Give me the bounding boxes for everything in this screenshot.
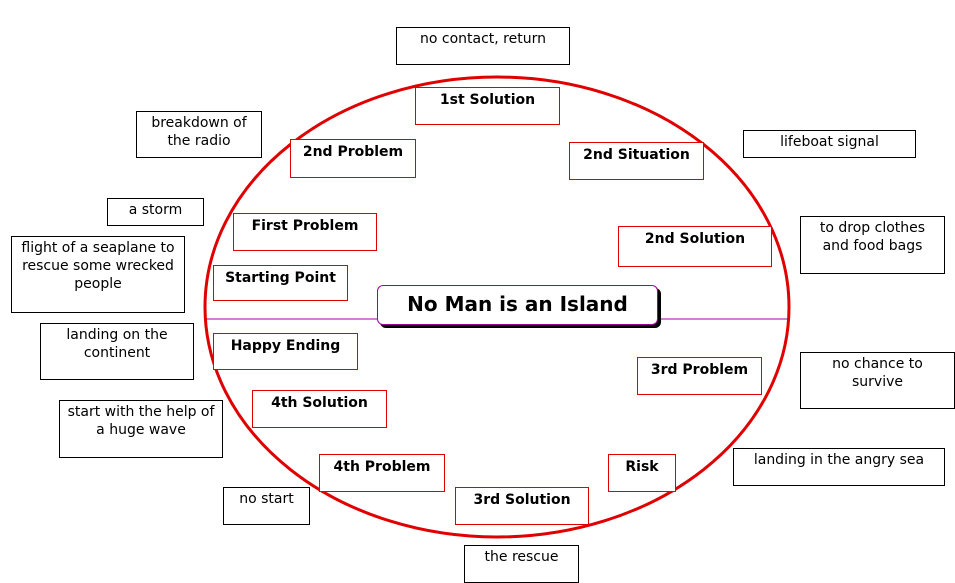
stage-second-problem: 2nd Problem bbox=[290, 139, 416, 178]
note-storm: a storm bbox=[107, 198, 204, 226]
note-lifeboat-signal: lifeboat signal bbox=[743, 130, 916, 158]
note-angry-sea: landing in the angry sea bbox=[733, 448, 945, 486]
stage-third-problem: 3rd Problem bbox=[637, 357, 762, 395]
note-seaplane: flight of a seaplane to rescue some wrec… bbox=[11, 236, 185, 313]
note-huge-wave: start with the help of a huge wave bbox=[59, 400, 223, 458]
note-no-chance: no chance to survive bbox=[800, 352, 955, 409]
stage-happy-ending: Happy Ending bbox=[213, 333, 358, 370]
stage-risk: Risk bbox=[608, 454, 676, 492]
stage-third-solution: 3rd Solution bbox=[455, 487, 589, 525]
note-no-contact: no contact, return bbox=[396, 27, 570, 65]
note-no-start: no start bbox=[223, 487, 310, 525]
diagram-title: No Man is an Island bbox=[377, 285, 658, 325]
note-drop-clothes: to drop clothes and food bags bbox=[800, 216, 945, 274]
stage-starting-point: Starting Point bbox=[213, 265, 348, 301]
note-breakdown-radio: breakdown of the radio bbox=[136, 111, 262, 158]
note-rescue: the rescue bbox=[464, 545, 579, 583]
stage-second-situation: 2nd Situation bbox=[569, 142, 704, 180]
story-ellipse bbox=[203, 75, 791, 539]
stage-fourth-solution: 4th Solution bbox=[252, 390, 387, 428]
stage-first-problem: First Problem bbox=[233, 213, 377, 251]
stage-second-solution: 2nd Solution bbox=[618, 226, 772, 267]
stage-first-solution: 1st Solution bbox=[415, 87, 560, 125]
stage-fourth-problem: 4th Problem bbox=[319, 454, 445, 492]
note-landing-continent: landing on the continent bbox=[40, 323, 194, 380]
